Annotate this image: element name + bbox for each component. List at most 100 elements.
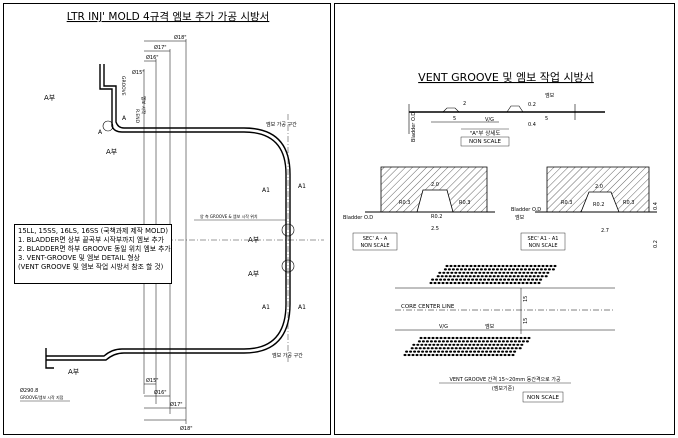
emboss-dot — [531, 278, 535, 281]
emboss-dot — [539, 278, 543, 281]
emboss-dot — [517, 264, 521, 268]
emboss-dot — [522, 271, 526, 274]
emboss-dot — [485, 264, 489, 268]
emboss-dot — [435, 353, 439, 357]
emboss-dot — [447, 353, 451, 357]
emboss-dot — [448, 275, 452, 278]
emboss-dot — [529, 281, 533, 285]
dim-label: Ø17" — [170, 401, 183, 408]
emboss-dot — [534, 271, 538, 274]
emboss-start-label: 엠보 시작 — [140, 96, 147, 114]
emboss-dot — [520, 343, 524, 346]
emboss-dot — [433, 340, 437, 343]
emboss-label: 엠보 — [515, 214, 525, 221]
emboss-dot — [428, 343, 432, 346]
emboss-dot — [423, 353, 427, 357]
emboss-dot — [527, 278, 531, 281]
emboss-dot — [471, 353, 475, 357]
emboss-dot — [435, 278, 439, 281]
emboss-dot — [459, 336, 463, 340]
emboss-dot — [479, 336, 483, 340]
sec-a-label: SEC' A - A — [363, 236, 388, 242]
left-drawing-panel: LTR INJ' MOLD 4규격 엠보 추가 가공 시방서 Ø18" Ø17"… — [3, 3, 331, 435]
emboss-dot — [477, 281, 481, 285]
emboss-dot — [511, 336, 515, 340]
emboss-dot — [467, 268, 471, 271]
emboss-dot — [445, 350, 449, 353]
emboss-dot — [471, 336, 475, 340]
emboss-dot — [481, 264, 485, 268]
emboss-dot — [472, 343, 476, 346]
sec-a1-dim: R0.3 — [623, 200, 634, 206]
note-line: (VENT GROOVE 및 엠보 작업 시방서 참조 할 것) — [18, 263, 164, 271]
emboss-dot — [507, 336, 511, 340]
emboss-dot — [495, 268, 499, 271]
sec-a1-dim: R0.3 — [561, 200, 572, 206]
dim-label: Ø16" — [154, 389, 167, 396]
footer-non-scale: NON SCALE — [527, 395, 559, 401]
emboss-dot — [509, 281, 513, 285]
emboss-dot — [440, 343, 444, 346]
emboss-dot — [519, 268, 523, 271]
emboss-dot — [530, 271, 534, 274]
emboss-dot — [423, 336, 427, 340]
emboss-dot — [491, 278, 495, 281]
emboss-dot — [441, 281, 445, 285]
emboss-dot — [457, 350, 461, 353]
a-mark: A1 — [298, 183, 306, 190]
emboss-dot — [479, 278, 483, 281]
emboss-dot — [494, 347, 498, 350]
emboss-dot — [532, 275, 536, 278]
emboss-dot — [409, 350, 413, 353]
emboss-dot — [521, 264, 525, 268]
bladder-od-label: Bladder O.D — [511, 207, 541, 213]
emboss-dot — [535, 268, 539, 271]
detail-dim: 2 — [463, 101, 466, 107]
emboss-dot — [422, 347, 426, 350]
emboss-dot — [475, 278, 479, 281]
emboss-dot — [504, 343, 508, 346]
emboss-dot — [544, 275, 548, 278]
grid-vg-label: V/G — [439, 324, 448, 330]
sec-a1-dim: 2.0 — [595, 184, 603, 190]
emboss-dot — [411, 353, 415, 357]
emboss-dot — [434, 347, 438, 350]
emboss-dot — [547, 268, 551, 271]
emboss-dot — [425, 350, 429, 353]
emboss-dot — [431, 353, 435, 357]
emboss-dot — [501, 340, 505, 343]
emboss-dot — [463, 336, 467, 340]
emboss-dot — [436, 343, 440, 346]
detail-dim: 0.4 — [528, 122, 536, 128]
emboss-dot — [424, 343, 428, 346]
emboss-dot — [537, 281, 541, 285]
emboss-dot — [446, 271, 450, 274]
emboss-dot — [439, 353, 443, 357]
emboss-dot — [475, 353, 479, 357]
emboss-dot — [440, 275, 444, 278]
emboss-dot — [490, 271, 494, 274]
emboss-dot — [520, 275, 524, 278]
emboss-dot — [443, 336, 447, 340]
emboss-dot — [504, 275, 508, 278]
emboss-dot — [487, 353, 491, 357]
note-line: 3. VENT-GROOVE 및 엠보 DETAIL 형상 — [18, 254, 140, 262]
emboss-dot — [483, 353, 487, 357]
emboss-dot — [499, 268, 503, 271]
emboss-dot — [525, 281, 529, 285]
emboss-dot — [496, 275, 500, 278]
emboss-dot — [429, 340, 433, 343]
detail-circle — [102, 120, 114, 132]
emboss-dot — [463, 353, 467, 357]
emboss-dot — [521, 281, 525, 285]
lower-dim: Ø290.8 — [20, 387, 38, 394]
emboss-dot — [513, 340, 517, 343]
emboss-dot — [476, 343, 480, 346]
emboss-dot — [503, 268, 507, 271]
emboss-dot — [488, 343, 492, 346]
emboss-dot — [426, 347, 430, 350]
emboss-dot — [523, 268, 527, 271]
emboss-dot — [509, 340, 513, 343]
emboss-dot — [471, 268, 475, 271]
emboss-dot — [480, 343, 484, 346]
